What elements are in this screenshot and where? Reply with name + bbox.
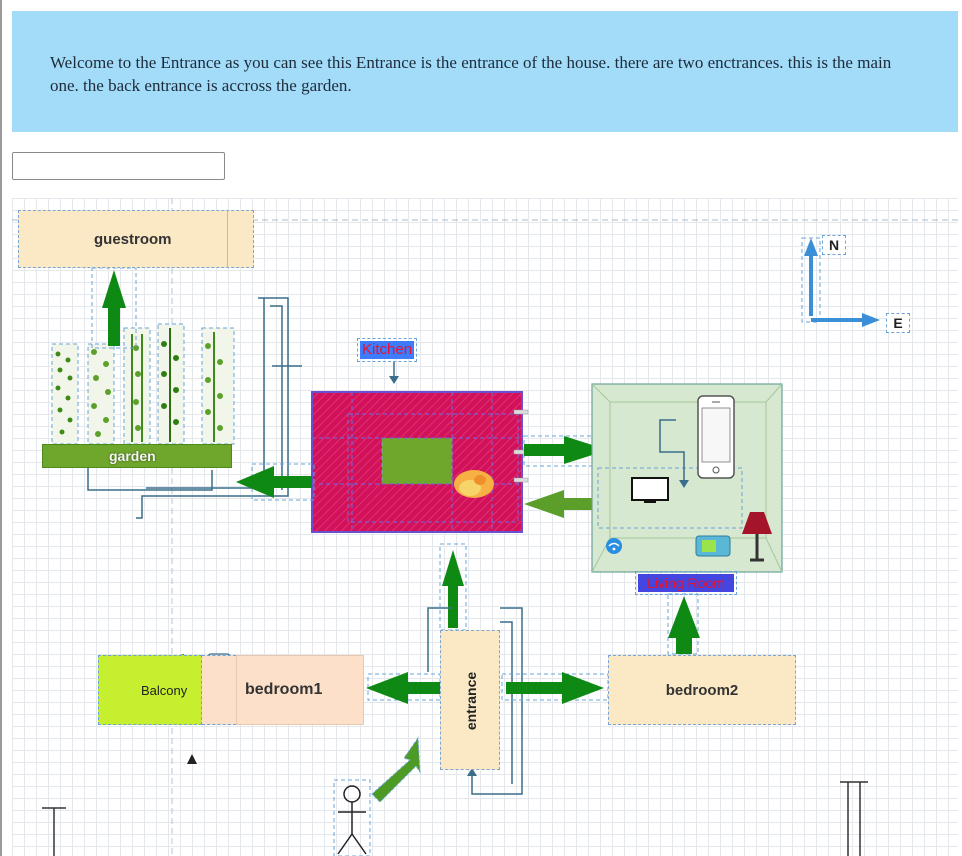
bedroom1-label: bedroom1 — [245, 681, 323, 698]
bedroom2-label: bedroom2 — [665, 681, 739, 699]
arrow-garden-to-guestroom — [91, 267, 137, 349]
room-description-text: Welcome to the Entrance as you can see t… — [50, 53, 892, 95]
page-left-border — [0, 0, 2, 856]
arrow-bedroom2-to-living — [667, 593, 700, 655]
plant-icon — [87, 343, 115, 445]
wifi-icon — [606, 538, 622, 554]
arrow-living-to-kitchen — [524, 490, 592, 518]
arrow-entrance-to-bedroom1 — [366, 672, 441, 704]
arrow-entrance-to-bedroom2 — [501, 672, 609, 704]
compass-icon — [801, 237, 880, 327]
guestroom-label: guestroom — [94, 230, 172, 248]
pillar-icon — [840, 781, 868, 856]
room-description-panel: Welcome to the Entrance as you can see t… — [12, 11, 958, 132]
entrance-corridor — [427, 607, 523, 795]
plant-icon — [157, 323, 185, 445]
compass-north-label: N — [822, 235, 846, 255]
arrow-person-to-entrance — [371, 736, 421, 803]
fire-icon — [454, 470, 494, 498]
kitchen-label[interactable]: Kitchen — [356, 338, 418, 362]
balcony-label: Balcony — [141, 682, 188, 698]
kitchen-room — [311, 391, 529, 533]
living-room — [591, 383, 783, 573]
lamp-icon — [742, 512, 772, 562]
living-room-label[interactable]: Living Room — [635, 571, 737, 595]
door-icon — [513, 409, 529, 415]
garden[interactable]: garden — [42, 444, 232, 468]
plant-icon — [123, 327, 151, 445]
door-icon — [513, 477, 529, 483]
arrow-entrance-to-kitchen — [439, 543, 467, 631]
pillar-icon — [42, 807, 66, 856]
garden-label: garden — [109, 448, 156, 464]
bedroom1[interactable]: bedroom1 — [236, 655, 364, 725]
guestroom[interactable]: guestroom — [18, 210, 254, 268]
entrance-label: entrance — [462, 671, 479, 731]
stick-figure-icon — [333, 779, 371, 856]
arrowhead-marker — [187, 754, 197, 764]
command-input[interactable] — [12, 152, 225, 180]
compass-east-label: E — [886, 313, 910, 333]
plant-icon — [201, 327, 235, 445]
floorplan-canvas: guestroom garden Kitchen Living Room Bal… — [12, 198, 958, 856]
arrow-kitchen-to-garden — [236, 463, 315, 501]
entrance[interactable]: entrance — [440, 630, 500, 770]
balcony[interactable]: Balcony — [98, 655, 202, 725]
router-icon — [695, 535, 731, 557]
plant-icon — [51, 343, 79, 445]
floorplan-drawing — [12, 198, 958, 856]
balcony-doorway — [202, 655, 236, 725]
bedroom2[interactable]: bedroom2 — [608, 655, 796, 725]
tv-icon — [631, 477, 669, 503]
smartphone-icon — [697, 395, 735, 479]
entrance-label-wrap: entrance — [441, 631, 501, 771]
arrow-kitchen-label — [389, 361, 399, 384]
arrow-back-path — [467, 768, 477, 776]
